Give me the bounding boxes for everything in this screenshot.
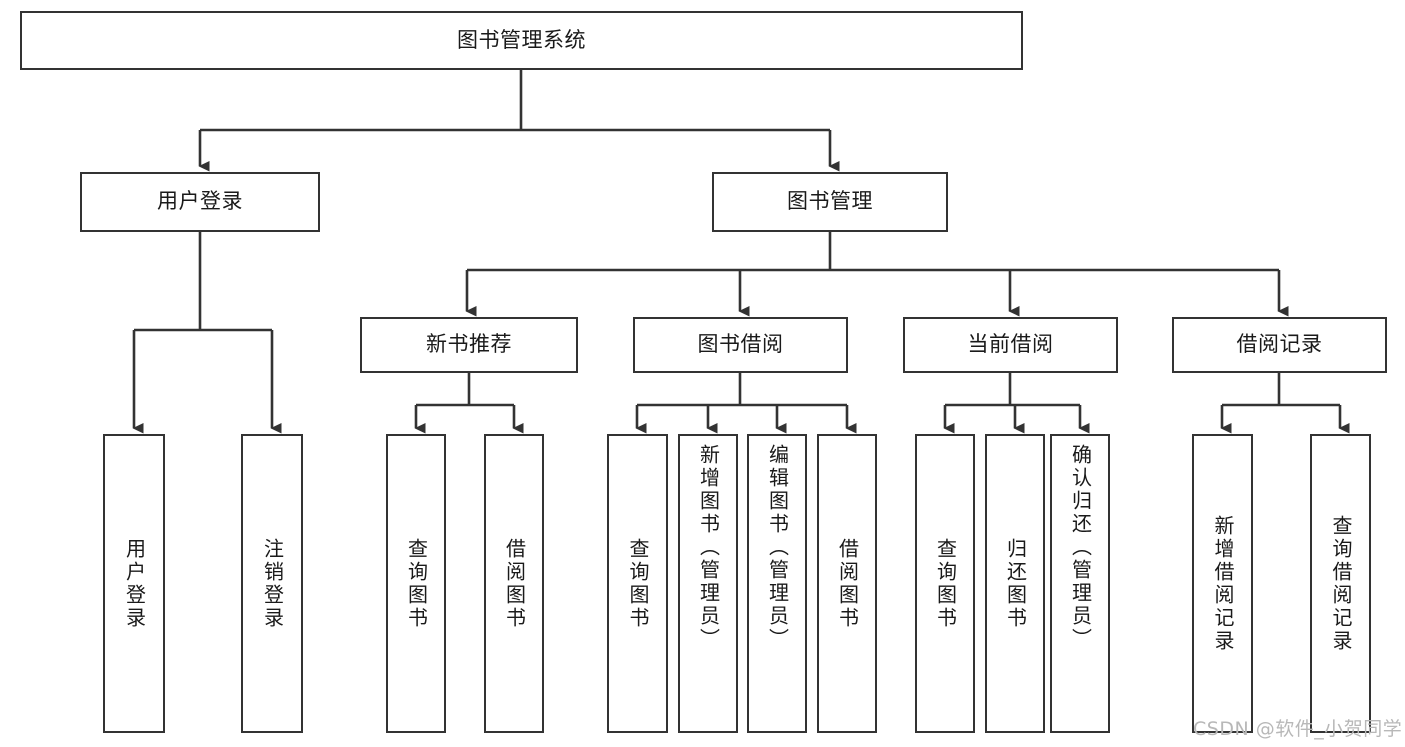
node-leaf-query-record-label: 查询借阅记录 [1329, 514, 1353, 653]
node-leaf-return-book[interactable]: 归还图书 [985, 434, 1045, 733]
node-new-book-rec-label: 新书推荐 [426, 332, 512, 357]
node-leaf-add-book-label: 新增图书（管理员） [696, 444, 721, 651]
node-leaf-add-book[interactable]: 新增图书（管理员） [678, 434, 738, 733]
node-leaf-query-book-cur-label: 查询图书 [933, 537, 958, 630]
node-current-borrow[interactable]: 当前借阅 [903, 317, 1118, 373]
node-borrow-record-label: 借阅记录 [1236, 332, 1323, 357]
node-current-borrow-label: 当前借阅 [967, 332, 1054, 357]
node-leaf-logout-label: 注销登录 [260, 537, 285, 630]
node-leaf-edit-book[interactable]: 编辑图书（管理员） [747, 434, 807, 733]
node-leaf-borrow-book[interactable]: 借阅图书 [817, 434, 877, 733]
node-leaf-confirm-return-label: 确认归还（管理员） [1068, 444, 1093, 651]
node-book-manage-label: 图书管理 [787, 189, 873, 214]
node-borrow-record[interactable]: 借阅记录 [1172, 317, 1387, 373]
node-leaf-borrow-book-rec[interactable]: 借阅图书 [484, 434, 544, 733]
node-leaf-borrow-book-label: 借阅图书 [835, 537, 860, 630]
node-leaf-return-book-label: 归还图书 [1003, 537, 1028, 630]
watermark-text: CSDN @软件_小贺同学 [1193, 718, 1403, 740]
node-leaf-query-book-cur[interactable]: 查询图书 [915, 434, 975, 733]
node-leaf-add-record[interactable]: 新增借阅记录 [1192, 434, 1253, 733]
node-leaf-query-book-borrow[interactable]: 查询图书 [607, 434, 668, 733]
node-leaf-query-book-rec[interactable]: 查询图书 [386, 434, 446, 733]
node-book-borrow-label: 图书借阅 [697, 332, 784, 357]
node-leaf-user-login[interactable]: 用户登录 [103, 434, 165, 733]
node-user-login-label: 用户登录 [157, 189, 243, 214]
node-book-borrow[interactable]: 图书借阅 [633, 317, 848, 373]
node-leaf-query-book-rec-label: 查询图书 [404, 537, 429, 630]
node-book-manage[interactable]: 图书管理 [712, 172, 948, 232]
node-leaf-user-login-label: 用户登录 [122, 537, 147, 630]
node-root[interactable]: 图书管理系统 [20, 11, 1023, 70]
node-leaf-borrow-book-rec-label: 借阅图书 [502, 537, 527, 630]
node-leaf-query-record[interactable]: 查询借阅记录 [1310, 434, 1371, 733]
node-new-book-rec[interactable]: 新书推荐 [360, 317, 578, 373]
node-leaf-query-book-borrow-label: 查询图书 [626, 537, 650, 630]
node-leaf-logout[interactable]: 注销登录 [241, 434, 303, 733]
node-root-label: 图书管理系统 [457, 27, 586, 52]
node-leaf-edit-book-label: 编辑图书（管理员） [765, 444, 790, 651]
node-leaf-confirm-return[interactable]: 确认归还（管理员） [1050, 434, 1110, 733]
node-user-login[interactable]: 用户登录 [80, 172, 320, 232]
node-leaf-add-record-label: 新增借阅记录 [1211, 514, 1235, 653]
